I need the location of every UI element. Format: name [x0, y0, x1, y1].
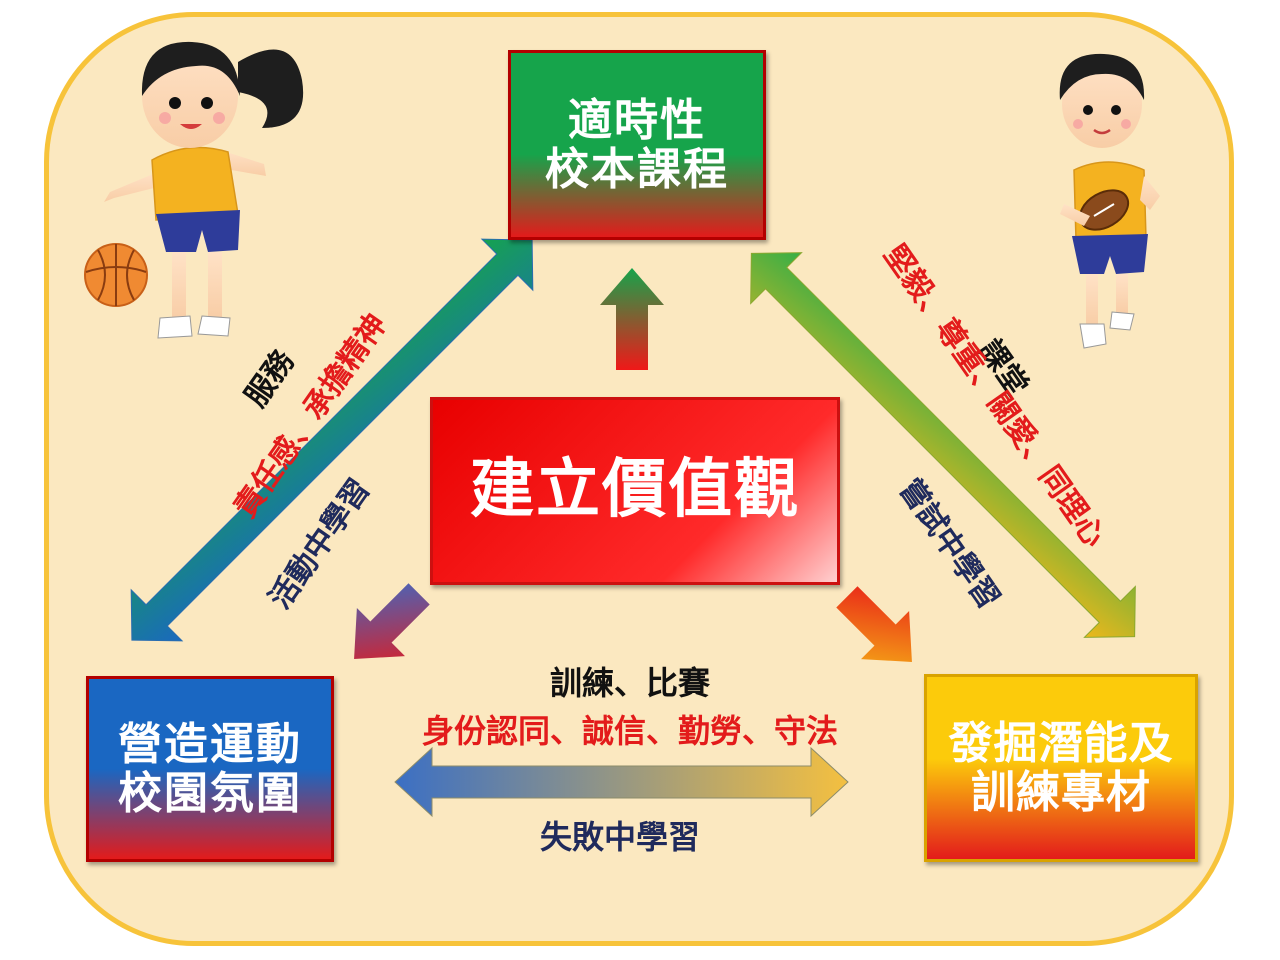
box-left-line1: 營造運動	[118, 718, 302, 770]
box-right-line1: 發掘潛能及	[948, 717, 1174, 769]
boy-football-illustration	[1059, 53, 1160, 349]
arrow-to-left-box	[354, 583, 430, 659]
box-school-curriculum: 適時性 校本課程	[508, 50, 766, 240]
box-top-line2: 校本課程	[545, 144, 729, 195]
arrow-up-to-top	[600, 268, 664, 370]
bottom-edge-values: 身份認同、誠信、勤勞、守法	[421, 712, 838, 750]
box-sports-atmosphere: 營造運動 校園氛圍	[86, 676, 334, 862]
box-build-values: 建立價值觀	[430, 397, 840, 585]
bottom-edge-activity: 訓練、比賽	[549, 664, 710, 702]
arrow-to-right-box	[836, 586, 912, 662]
center-label: 建立價值觀	[470, 453, 800, 528]
box-right-line2: 訓練專材	[971, 767, 1151, 818]
double-arrow-right-edge	[750, 252, 1136, 638]
box-top-line1: 適時性	[568, 94, 706, 146]
box-left-line2: 校園氛圍	[118, 768, 302, 819]
bottom-edge-learning: 失敗中學習	[539, 818, 700, 856]
box-talent-development: 發掘潛能及 訓練專材	[924, 674, 1198, 862]
girl-basketball-illustration	[84, 41, 304, 339]
double-arrow-bottom-edge	[394, 746, 849, 818]
